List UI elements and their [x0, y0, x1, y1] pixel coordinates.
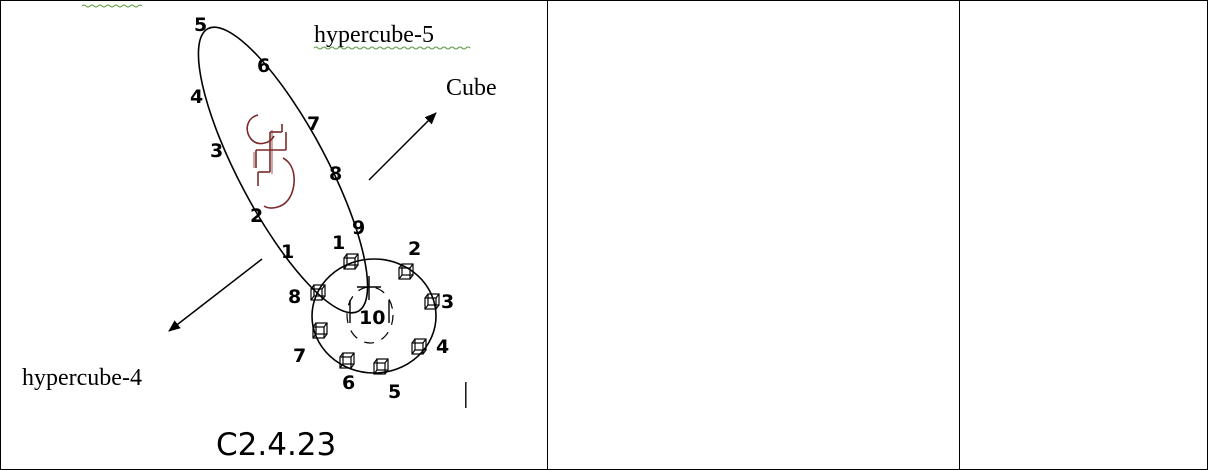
ellipse-number: 3	[210, 140, 223, 162]
cube-icon	[339, 352, 355, 369]
ellipse-number: 2	[250, 205, 263, 227]
circle-number: 8	[288, 286, 301, 308]
hypercube-4-label: hypercube-4	[22, 365, 142, 391]
arrow-icon	[368, 112, 437, 181]
cube-label: Cube	[446, 75, 497, 101]
circle-number: 4	[436, 336, 449, 358]
circle-number: 1	[332, 232, 345, 254]
circle-number: 10	[359, 307, 385, 329]
table-left-border	[0, 0, 1, 470]
ellipse-number: 7	[307, 113, 320, 135]
ellipse-number: 4	[190, 86, 203, 108]
ellipse-number: 1	[281, 241, 294, 263]
table-column-divider	[959, 0, 960, 470]
figure-caption: C2.4.23	[216, 427, 337, 463]
ellipse-number: 6	[257, 55, 270, 77]
table-column-divider	[547, 0, 548, 470]
ellipse-number: 9	[352, 217, 365, 239]
table-top-border	[0, 0, 1208, 1]
hypercube-diagram: hypercube-5 Cube hypercube-4 | 1 2 3 4 5…	[22, 4, 497, 409]
ellipse-number: 5	[194, 14, 207, 36]
circle-number: 5	[388, 381, 401, 403]
ellipse-number: 8	[329, 163, 342, 185]
spellcheck-underline	[81, 4, 143, 8]
circle-number: 7	[293, 345, 306, 367]
cube-icon	[312, 322, 328, 339]
hypercube-5-label: hypercube-5	[314, 22, 434, 48]
cube-icon	[411, 338, 427, 355]
spellcheck-underline	[313, 46, 471, 50]
circle-number: 2	[408, 238, 421, 260]
circle-number: 3	[441, 291, 454, 313]
arrow-icon	[168, 258, 263, 332]
circle-number: 6	[342, 372, 355, 394]
swastika-icon	[246, 114, 295, 209]
hypercube-5-ellipse	[197, 26, 369, 314]
text-cursor: |	[463, 378, 469, 409]
inner-dashed-circle	[346, 286, 394, 344]
